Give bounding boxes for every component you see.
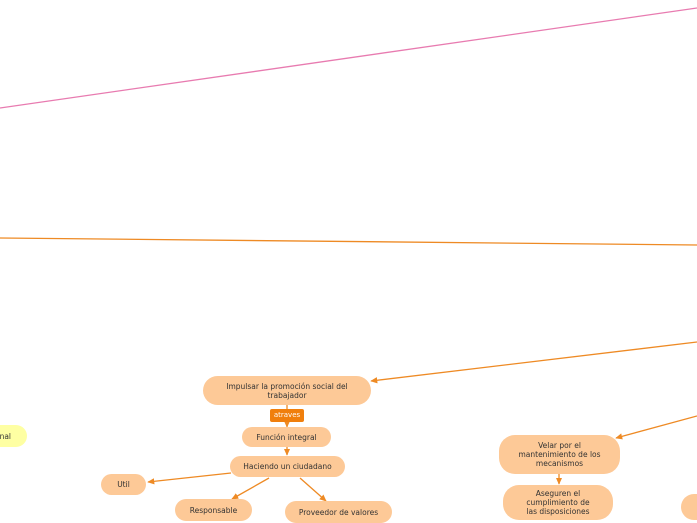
connector-haciendo-util xyxy=(147,472,232,485)
responsable-label: Responsable xyxy=(189,505,238,515)
velar-label: Velar por el mantenimiento de los mecani… xyxy=(518,441,601,468)
funcion-integral-label: Función integral xyxy=(256,432,317,442)
haciendo-ciudadano-label: Haciendo un ciudadano xyxy=(243,462,332,471)
orange-branch-line xyxy=(0,237,697,246)
atraves-link-label[interactable]: atraves xyxy=(270,409,304,422)
impulsar-label: Impulsar la promoción social del trabaja… xyxy=(226,381,348,400)
haciendo-ciudadano-node[interactable]: Haciendo un ciudadano xyxy=(230,456,345,477)
connector-to-impulsar xyxy=(370,341,697,384)
util-label: Util xyxy=(117,480,130,489)
offscreen-node-partial[interactable] xyxy=(681,494,697,520)
connector-haciendo-proveedor xyxy=(299,477,327,502)
pink-branch-line xyxy=(0,7,697,109)
connector-haciendo-responsable xyxy=(231,477,270,500)
connector-to-velar xyxy=(615,415,697,440)
yellow-topic-label: nal xyxy=(0,431,11,441)
atraves-text: atraves xyxy=(273,411,301,420)
funcion-integral-node[interactable]: Función integral xyxy=(242,427,331,447)
yellow-topic-node-partial[interactable]: nal xyxy=(0,425,27,447)
aseguren-node[interactable]: Aseguren el cumplimiento de las disposic… xyxy=(503,485,613,520)
proveedor-valores-node[interactable]: Proveedor de valores xyxy=(285,501,392,523)
responsable-node[interactable]: Responsable xyxy=(175,499,252,521)
impulsar-node[interactable]: Impulsar la promoción social del trabaja… xyxy=(203,376,371,405)
util-node[interactable]: Util xyxy=(101,474,146,495)
proveedor-valores-label: Proveedor de valores xyxy=(298,507,379,517)
aseguren-label: Aseguren el cumplimiento de las disposic… xyxy=(526,489,590,516)
velar-node[interactable]: Velar por el mantenimiento de los mecani… xyxy=(499,435,620,474)
